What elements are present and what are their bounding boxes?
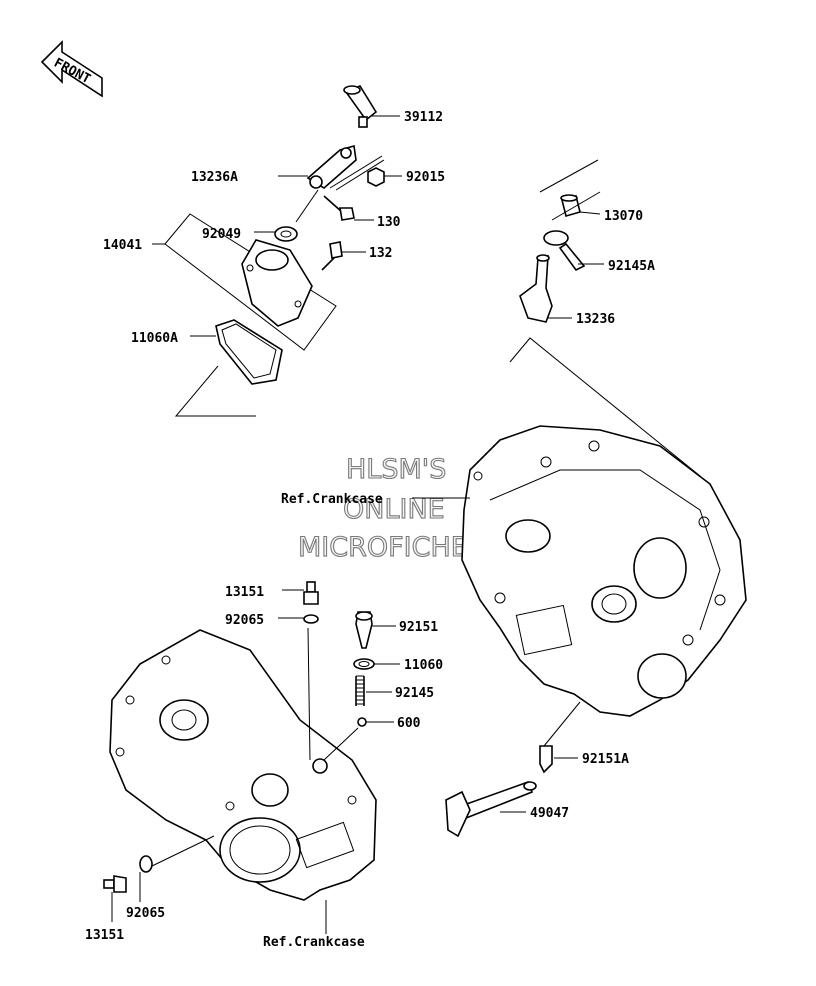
part-92015-drawing bbox=[367, 167, 385, 187]
label-92065-bottom: 92065 bbox=[126, 906, 165, 921]
label-92151: 92151 bbox=[399, 620, 438, 635]
watermark: HLSM'S ONLINE MICROFICHE bbox=[297, 453, 468, 563]
label-49047: 49047 bbox=[530, 806, 569, 821]
label-13151-bottom: 13151 bbox=[85, 928, 124, 943]
watermark-line-3: MICROFICHE bbox=[298, 532, 468, 563]
part-13236-drawing bbox=[519, 254, 553, 323]
label-13151-top: 13151 bbox=[225, 585, 264, 600]
part-132-drawing bbox=[321, 241, 343, 271]
label-11060A: 11060A bbox=[131, 331, 178, 346]
part-92049-drawing bbox=[274, 226, 298, 242]
label-92151A: 92151A bbox=[582, 752, 629, 767]
front-arrow-icon: FRONT bbox=[40, 40, 103, 98]
label-92015: 92015 bbox=[406, 170, 445, 185]
right-crankcase-drawing bbox=[461, 425, 747, 717]
part-92065-top-drawing bbox=[303, 614, 319, 624]
label-600: 600 bbox=[397, 716, 421, 731]
part-92145A-drawing bbox=[543, 230, 586, 272]
part-92145-drawing bbox=[355, 675, 365, 706]
label-92145A: 92145A bbox=[608, 259, 655, 274]
part-11060-drawing bbox=[353, 658, 375, 670]
label-130: 130 bbox=[377, 215, 401, 230]
part-14041-drawing bbox=[241, 239, 313, 327]
part-13151-bottom-drawing bbox=[103, 875, 127, 893]
label-ref-crankcase-bottom: Ref.Crankcase bbox=[263, 935, 365, 950]
part-11060A-drawing bbox=[215, 319, 283, 385]
watermark-line-1: HLSM'S bbox=[346, 454, 446, 485]
label-13236A: 13236A bbox=[191, 170, 238, 185]
label-13236: 13236 bbox=[576, 312, 615, 327]
label-14041: 14041 bbox=[103, 238, 142, 253]
part-39112-drawing bbox=[343, 84, 378, 128]
label-92049: 92049 bbox=[202, 227, 241, 242]
watermark-line-2: ONLINE bbox=[343, 494, 445, 525]
part-92151-drawing bbox=[355, 611, 373, 649]
part-13151-top-drawing bbox=[303, 581, 319, 605]
label-92145: 92145 bbox=[395, 686, 434, 701]
part-130-drawing bbox=[323, 195, 355, 221]
label-132: 132 bbox=[369, 246, 392, 261]
label-ref-crankcase-top: Ref.Crankcase bbox=[281, 492, 383, 507]
part-92151A-drawing bbox=[539, 745, 553, 774]
part-92065-bottom-drawing bbox=[139, 855, 153, 873]
part-49047-drawing bbox=[445, 780, 537, 838]
label-39112: 39112 bbox=[404, 110, 443, 125]
part-600-drawing bbox=[357, 717, 367, 727]
label-11060: 11060 bbox=[404, 658, 443, 673]
part-13236A-drawing bbox=[306, 144, 357, 189]
left-crankcase-drawing bbox=[109, 629, 377, 901]
label-92065-top: 92065 bbox=[225, 613, 264, 628]
label-13070: 13070 bbox=[604, 209, 643, 224]
